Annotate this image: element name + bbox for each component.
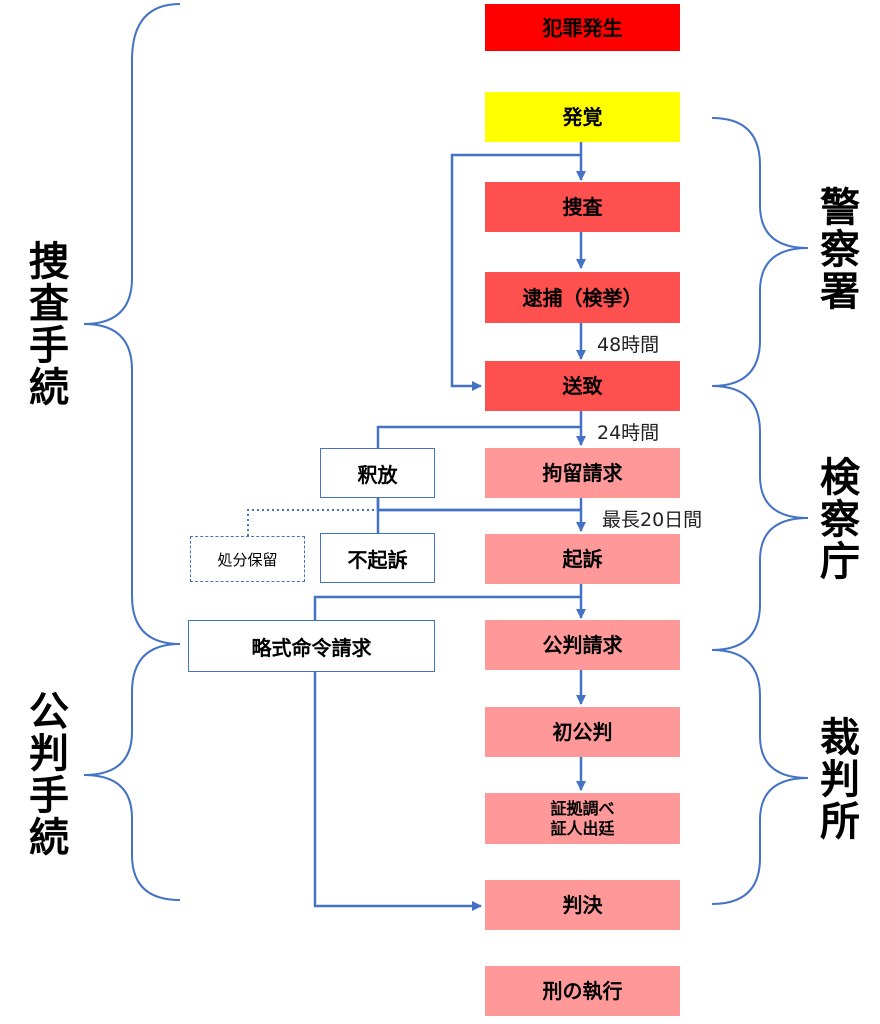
stage-execution: 刑の執行 [485, 966, 680, 1016]
stage-arrest-label: 逮捕（検挙） [522, 285, 643, 310]
stage-evidence-label: 証拠調べ 証人出廷 [550, 799, 615, 838]
label-prosecutor: 検察庁 [813, 456, 859, 582]
stage-discovery-label: 発覚 [562, 105, 603, 129]
stage-indictment: 起訴 [485, 534, 680, 584]
stage-indictment-label: 起訴 [562, 547, 603, 571]
label-trial-procedure: 公判手続 [22, 690, 68, 858]
stage-trial-request-label: 公判請求 [542, 633, 623, 657]
line-non-prosecution [376, 498, 581, 512]
stage-execution-label: 刑の執行 [542, 979, 623, 1003]
branch-summary-order: 略式命令請求 [188, 620, 435, 672]
stage-detention-request-label: 拘留請求 [542, 461, 623, 485]
brace-court [711, 649, 809, 905]
stage-referral: 送致 [485, 361, 680, 411]
note-48h: 48時間 [597, 334, 660, 356]
arrow-summary-verdict [313, 672, 482, 911]
brace-trial-procedure [83, 643, 181, 901]
stage-first-trial: 初公判 [485, 707, 680, 757]
stage-crime: 犯罪発生 [485, 4, 680, 51]
label-investigation-procedure: 捜査手続 [22, 240, 68, 408]
note-24h: 24時間 [597, 422, 660, 444]
stage-first-trial-label: 初公判 [552, 720, 613, 744]
brace-investigation-procedure [83, 3, 181, 645]
branch-non-prosecution: 不起訴 [320, 533, 435, 583]
branch-summary-order-label: 略式命令請求 [251, 635, 372, 660]
line-pending [247, 509, 378, 536]
arrow-bypass-referral [450, 153, 581, 391]
stage-verdict: 判決 [485, 880, 680, 930]
stage-discovery: 発覚 [485, 92, 680, 142]
stage-crime-label: 犯罪発生 [542, 15, 623, 40]
line-release [376, 425, 581, 448]
stage-trial-request: 公判請求 [485, 620, 680, 670]
branch-release: 釈放 [320, 448, 435, 498]
stage-investigation-label: 捜査 [562, 195, 603, 219]
stage-detention-request: 拘留請求 [485, 448, 680, 498]
branch-pending-label: 処分保留 [217, 550, 278, 569]
label-court: 裁判所 [813, 716, 859, 842]
stage-referral-label: 送致 [562, 374, 603, 398]
line-summary-top [313, 595, 581, 620]
brace-prosecutor [711, 385, 809, 651]
stage-arrest: 逮捕（検挙） [485, 272, 680, 323]
note-20d: 最長20日間 [602, 509, 703, 531]
stage-evidence: 証拠調べ 証人出廷 [485, 793, 680, 844]
branch-release-label: 釈放 [357, 462, 398, 487]
stage-investigation: 捜査 [485, 182, 680, 232]
label-police: 警察署 [813, 186, 859, 312]
stage-verdict-label: 判決 [562, 893, 603, 917]
branch-non-prosecution-label: 不起訴 [347, 547, 408, 572]
branch-pending: 処分保留 [190, 536, 305, 582]
brace-police [711, 117, 809, 387]
